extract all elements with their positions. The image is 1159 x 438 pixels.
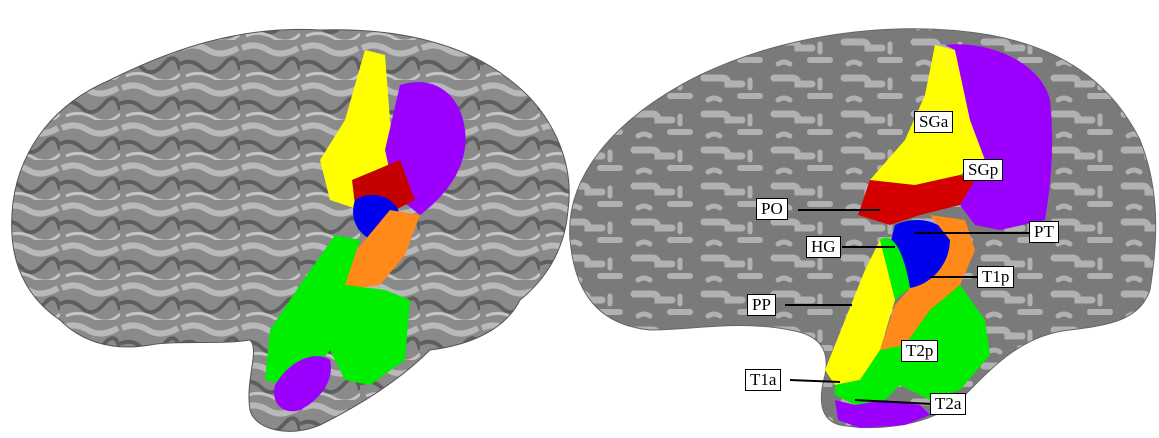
region-label-T1p: T1p bbox=[977, 266, 1014, 288]
region-label-PP: PP bbox=[747, 294, 776, 316]
region-label-SGp: SGp bbox=[963, 159, 1003, 181]
region-label-PO: PO bbox=[756, 198, 788, 220]
folded-cortex-view bbox=[12, 29, 570, 431]
region-label-PT: PT bbox=[1029, 221, 1059, 243]
region-label-SGa: SGa bbox=[914, 111, 953, 133]
inflated-cortex-view bbox=[570, 29, 1156, 428]
region-label-T1a: T1a bbox=[745, 369, 781, 391]
region-label-T2p: T2p bbox=[901, 340, 938, 362]
region-label-HG: HG bbox=[806, 236, 841, 258]
region-label-T2a: T2a bbox=[930, 393, 966, 415]
